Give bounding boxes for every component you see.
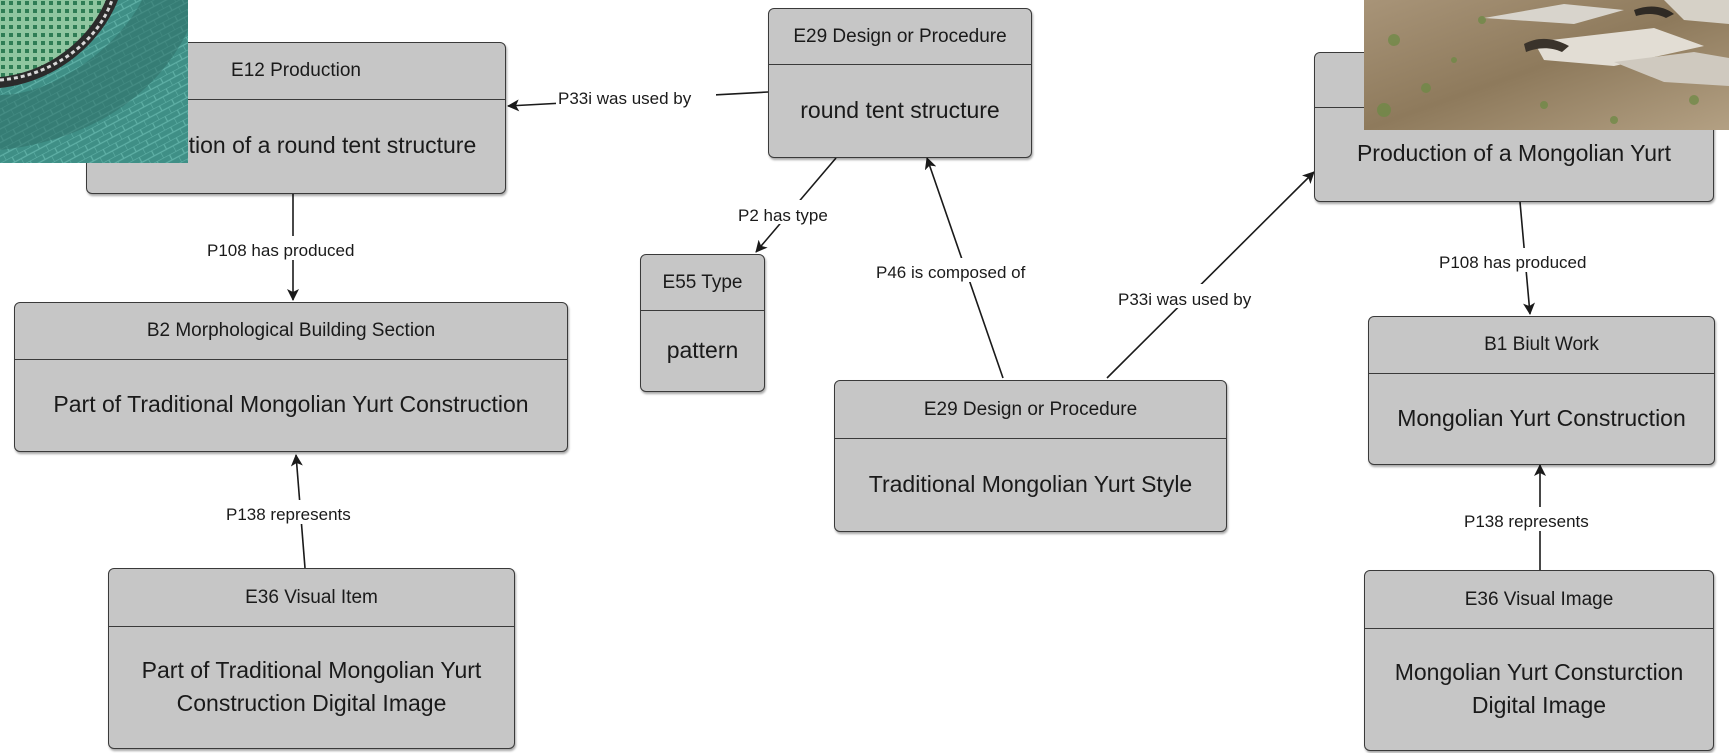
yurt-felt-on-ground-photo: [1364, 0, 1729, 130]
node-value-label: round tent structure: [800, 96, 1000, 123]
node-visual-item[interactable]: E36 Visual Item Part of Traditional Mong…: [108, 568, 515, 749]
node-type-label: B2 Morphological Building Section: [15, 303, 567, 360]
node-type-pattern[interactable]: E55 Type pattern: [640, 254, 765, 392]
node-type-label: E12 Production: [87, 43, 505, 100]
node-section[interactable]: B2 Morphological Building Section Part o…: [14, 302, 568, 452]
node-value-label: Traditional Mongolian Yurt Style: [868, 470, 1193, 497]
node-value-label: Mongolian Yurt Construction: [1397, 404, 1686, 431]
node-value-label: Part of Traditional Mongolian Yurt Const…: [141, 656, 482, 716]
edge-label-composed-of: P46 is composed of: [876, 263, 1026, 282]
node-built-work[interactable]: B1 Biult Work Mongolian Yurt Constructio…: [1368, 316, 1715, 465]
edge-label-represents-image: P138 represents: [1464, 512, 1589, 531]
node-type-label: B1 Biult Work: [1369, 317, 1714, 374]
node-value-label: Part of Traditional Mongolian Yurt Const…: [53, 391, 529, 418]
node-type-label: E36 Visual Image: [1365, 571, 1713, 629]
edge-label-used-by-yurt: P33i was used by: [1118, 290, 1252, 309]
edge-label-used-by-tent: P33i was used by: [558, 89, 692, 108]
node-type-label: E55 Type: [641, 255, 764, 311]
node-design-tent[interactable]: E29 Design or Procedure round tent struc…: [768, 8, 1032, 158]
node-design-style[interactable]: E29 Design or Procedure Traditional Mong…: [834, 380, 1227, 532]
node-visual-image[interactable]: E36 Visual Image Mongolian Yurt Consturc…: [1364, 570, 1714, 751]
node-value-label: Mongolian Yurt Consturction Digital Imag…: [1394, 658, 1684, 718]
edge-label-produced-work: P108 has produced: [1439, 253, 1586, 272]
edge-label-represents-item: P138 represents: [226, 505, 351, 524]
node-type-label: E29 Design or Procedure: [769, 9, 1031, 65]
node-type-label: E29 Design or Procedure: [835, 381, 1226, 439]
edge-label-produced-section: P108 has produced: [207, 241, 354, 260]
tiled-roof-photo: [0, 0, 188, 163]
edge-label-has-type: P2 has type: [738, 206, 828, 225]
edge-used-by-yurt: [1106, 171, 1315, 379]
node-value-label: pattern: [666, 336, 739, 363]
node-type-label: E36 Visual Item: [109, 569, 514, 627]
node-value-label: Production of a Mongolian Yurt: [1356, 140, 1672, 167]
